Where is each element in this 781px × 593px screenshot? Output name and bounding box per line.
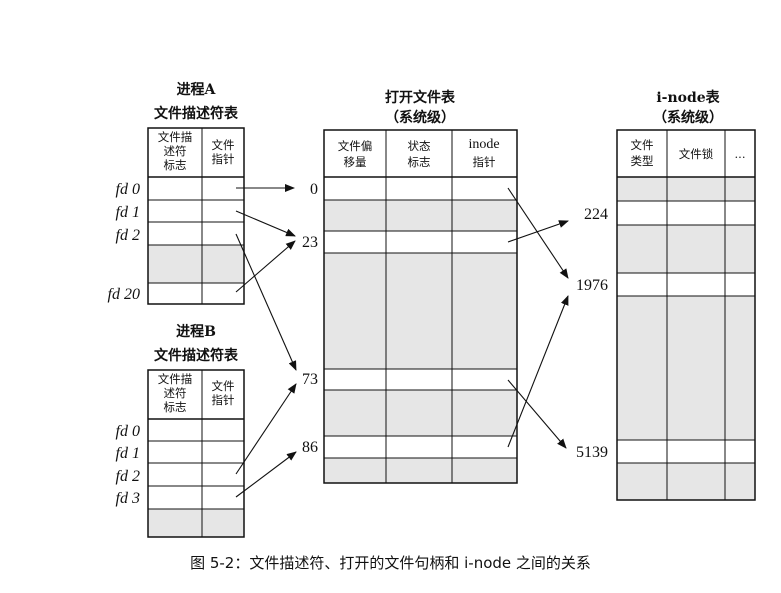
process-a-shaded-row [148, 245, 244, 283]
row-label: 73 [302, 371, 318, 388]
svg-text:标志: 标志 [164, 158, 187, 172]
open-file-table-subtitle: （系统级） [385, 109, 455, 126]
row-label: 224 [584, 206, 608, 223]
process-b-header-pointer: 文件 [212, 379, 235, 393]
header-inode-pointer: inode [468, 137, 499, 152]
process-a-header-pointer: 文件 [212, 138, 235, 152]
row-label: 86 [302, 439, 318, 456]
svg-text:指针: 指针 [212, 152, 235, 166]
process-b-shaded-row [148, 509, 244, 537]
fd-label: fd 1 [116, 445, 140, 462]
open-file-table-title: 打开文件表 [385, 89, 456, 106]
shaded-row [324, 253, 517, 369]
fd-label: fd 3 [116, 490, 140, 507]
row-label: 1976 [576, 277, 608, 294]
shaded-row [617, 463, 755, 500]
svg-text:述符: 述符 [164, 144, 187, 158]
header-file-lock: 文件锁 [679, 147, 714, 161]
shaded-row [617, 296, 755, 440]
fd-label: fd 0 [116, 423, 140, 440]
arrow-ofd-86 [507, 295, 569, 448]
shaded-row [324, 458, 517, 483]
shaded-row [617, 177, 755, 201]
fd-label: fd 0 [116, 181, 140, 198]
svg-text:标志: 标志 [408, 155, 431, 169]
svg-text:指针: 指针 [212, 393, 235, 407]
process-b-title: 进程B [176, 324, 216, 340]
header-status-flags: 状态 [408, 139, 431, 153]
process-b-border [147, 369, 245, 538]
process-a-table: 进程A 文件描述符表 文件描 述符 标志 文件 指针 fd 0 fd 1 fd … [108, 82, 245, 305]
arrow-b-fd3 [235, 451, 297, 498]
fd-label: fd 2 [116, 227, 140, 244]
row-label: 5139 [576, 444, 608, 461]
process-b-header-flags: 文件描 [158, 372, 193, 386]
process-a-subtitle: 文件描述符表 [154, 105, 239, 122]
row-label: 23 [302, 234, 318, 251]
arrow-ofd-73 [507, 379, 567, 449]
process-a-header-flags: 文件描 [158, 130, 193, 144]
arrow-a-fd20 [235, 240, 296, 293]
header-ellipsis: ... [735, 147, 746, 161]
arrows [235, 184, 569, 498]
svg-text:标志: 标志 [164, 400, 187, 414]
shaded-row [324, 390, 517, 436]
inode-table-title: i-node表 [656, 89, 720, 106]
svg-text:述符: 述符 [164, 386, 187, 400]
row-label: 0 [310, 181, 318, 198]
fd-label: fd 2 [116, 468, 140, 485]
svg-text:指针: 指针 [473, 155, 496, 169]
arrow-a-fd1 [235, 210, 296, 237]
shaded-row [324, 200, 517, 231]
shaded-row [617, 225, 755, 273]
process-b-table: 进程B 文件描述符表 文件描 述符 标志 文件 指针 fd 0 fd 1 fd … [116, 324, 245, 538]
fd-label: fd 1 [116, 204, 140, 221]
process-b-subtitle: 文件描述符表 [154, 347, 239, 364]
arrow-ofd-0 [507, 187, 569, 279]
process-a-border [147, 127, 245, 305]
figure-caption: 图 5-2：文件描述符、打开的文件句柄和 i-node 之间的关系 [190, 554, 591, 572]
header-offset: 文件偏 [338, 139, 373, 153]
svg-text:类型: 类型 [631, 154, 654, 168]
arrow-a-fd2 [235, 233, 297, 371]
open-file-table-border [323, 129, 518, 484]
open-file-table: 打开文件表 （系统级） 文件偏 移量 状态 标志 inode 指针 0 23 7… [302, 89, 518, 484]
header-file-type: 文件 [631, 138, 654, 152]
fd-label: fd 20 [108, 286, 140, 303]
arrow-b-fd2 [235, 383, 297, 475]
inode-table-border [616, 129, 756, 501]
process-a-title: 进程A [177, 82, 217, 98]
inode-table: i-node表 （系统级） 文件 类型 文件锁 ... 224 1976 513… [576, 89, 756, 501]
svg-text:移量: 移量 [344, 155, 367, 169]
arrow-ofd-23 [507, 220, 569, 243]
inode-table-subtitle: （系统级） [653, 109, 723, 126]
